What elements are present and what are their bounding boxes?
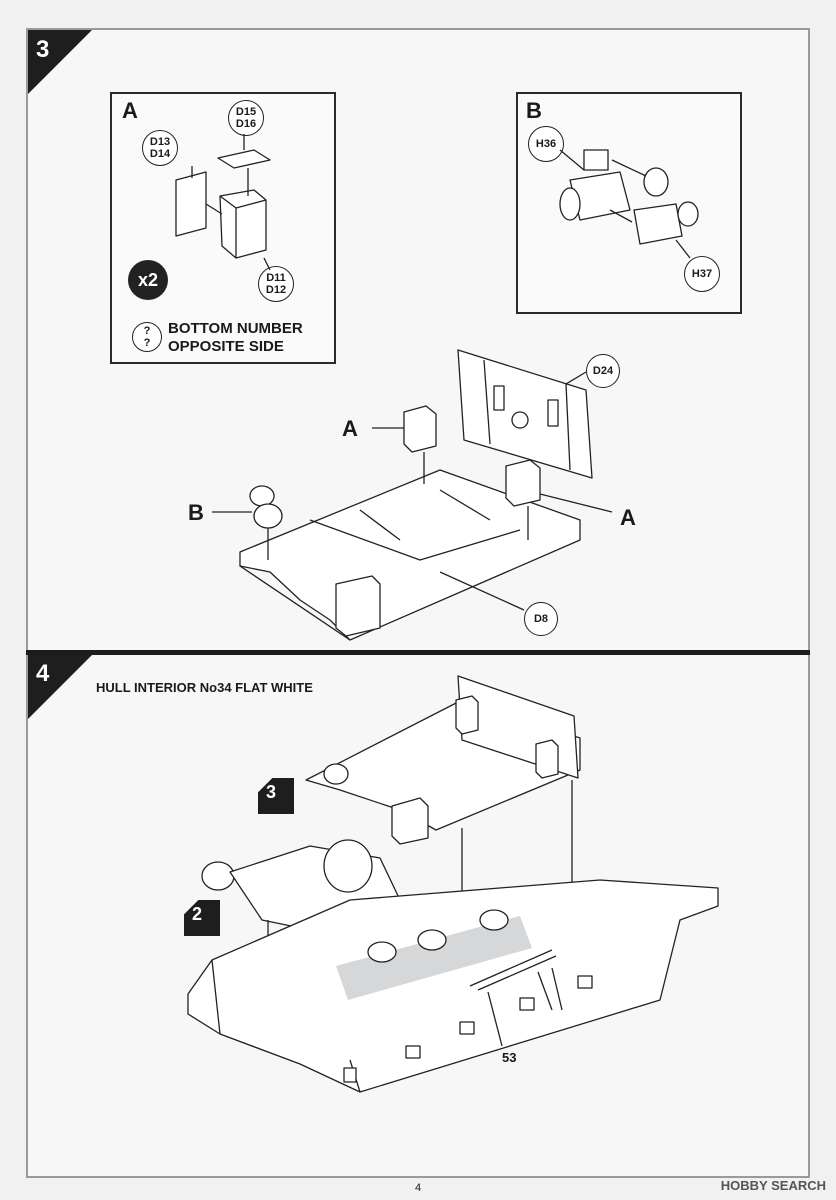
callout-b: B <box>188 500 204 525</box>
part-number-53: 53 <box>502 1050 517 1065</box>
step4-hull <box>187 879 719 1093</box>
step-4-title: HULL INTERIOR No34 FLAT WHITE <box>96 680 313 695</box>
watermark: HOBBY SEARCH <box>720 1178 826 1193</box>
floor-plate-d8 <box>239 469 581 641</box>
ref-step-3-number: 3 <box>266 782 277 802</box>
seat-illustration-a <box>175 134 271 271</box>
subassembly-a-letter: A <box>122 98 138 123</box>
step-4-tab <box>28 655 92 719</box>
seat-a-placements <box>372 405 613 540</box>
step-3-tab <box>28 30 92 94</box>
step-3-number: 3 <box>36 36 50 63</box>
bottom-number-note: BOTTOM NUMBER OPPOSITE SIDE <box>168 320 303 355</box>
subassembly-b-letter: B <box>526 98 542 123</box>
part-label-d11-d12: D11 D12 <box>258 266 294 302</box>
callout-a-left: A <box>342 416 358 441</box>
rear-wall-d24 <box>457 349 593 479</box>
part-label-h37: H37 <box>684 256 720 292</box>
part-label-d15-d16: D15 D16 <box>228 100 264 136</box>
ref-step-2-number: 2 <box>192 904 203 924</box>
step-divider <box>26 650 810 655</box>
step4-floor-assembly <box>305 675 581 960</box>
part-label-d8: D8 <box>524 602 558 636</box>
page-number: 4 <box>414 1182 422 1194</box>
pump-illustration-b <box>559 149 699 259</box>
part-label-h36: H36 <box>528 126 564 162</box>
part-label-d24: D24 <box>586 354 620 388</box>
pump-b-placement <box>212 485 283 560</box>
part-label-d13-d14: D13 D14 <box>142 130 178 166</box>
quantity-badge: x2 <box>128 260 168 300</box>
step-4-number: 4 <box>36 660 50 687</box>
bottom-number-symbol: ? ? <box>132 322 162 352</box>
callout-a-right: A <box>620 505 636 530</box>
